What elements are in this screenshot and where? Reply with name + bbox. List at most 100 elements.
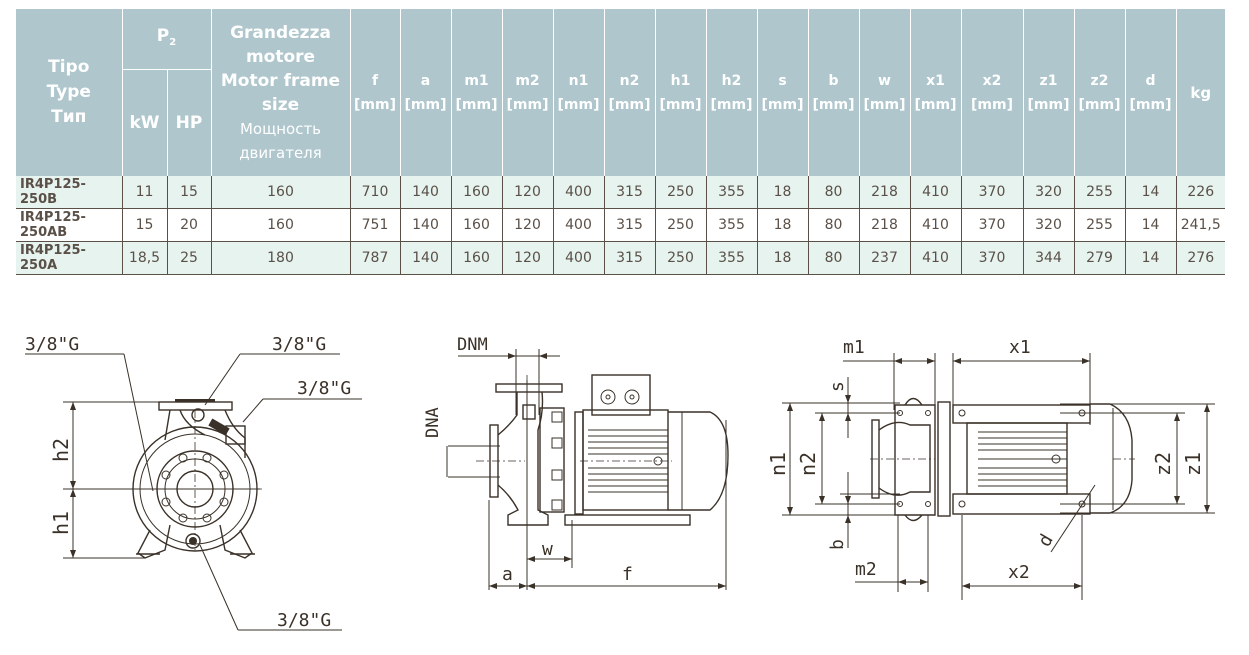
header-dim-unit: [mm] xyxy=(1027,96,1070,113)
cell-dim-h1: 250 xyxy=(654,208,706,242)
header-frame-line: Grandezza xyxy=(230,22,331,43)
top-view-dimensions xyxy=(782,353,1215,600)
header-p2: P2 xyxy=(121,9,212,70)
cell-dim-z2: 255 xyxy=(1073,208,1125,242)
dimension-label-h1: h1 xyxy=(49,511,73,535)
top-view-drawing: m1 x1 s n1 n2 b m2 x2 z2 z1 d xyxy=(770,337,1215,600)
header-dim-name: m1 xyxy=(464,72,489,89)
cell-dim-h2: 355 xyxy=(705,241,757,275)
dimension-label-dna: DNA xyxy=(423,407,443,438)
cell-dim-f: 787 xyxy=(349,241,400,275)
header-dim-name: x1 xyxy=(926,72,945,89)
header-dim-name: x2 xyxy=(982,72,1002,89)
header-dim: h2 [mm] xyxy=(705,9,758,176)
header-dim-unit: [mm] xyxy=(1078,96,1121,113)
cell-dim-f: 751 xyxy=(349,208,400,242)
cell-motor-frame: 160 xyxy=(210,176,350,209)
cell-kg: 226 xyxy=(1175,176,1225,209)
header-dim-unit: [mm] xyxy=(506,96,549,113)
dimension-label-a: a xyxy=(502,564,513,585)
cell-dim-z1: 344 xyxy=(1022,241,1074,275)
cell-dim-n2: 315 xyxy=(603,176,655,209)
header-row-sub: kW HP xyxy=(16,69,1225,176)
cell-dim-a: 140 xyxy=(399,241,451,275)
header-dim-unit: [mm] xyxy=(659,96,702,113)
fitting-label-bottom: 3/8"G xyxy=(277,610,331,631)
header-dim-name: d xyxy=(1145,72,1156,89)
header-dim-name: m2 xyxy=(515,72,540,89)
cell-dim-b: 80 xyxy=(807,176,859,209)
header-p2-label: P xyxy=(156,25,170,46)
header-frame-line: size xyxy=(261,94,300,115)
header-dim: z2[mm] xyxy=(1073,9,1126,176)
dimension-label-m1: m1 xyxy=(843,337,865,358)
cell-hp: 15 xyxy=(166,176,211,209)
header-dim: a[mm] xyxy=(399,9,452,176)
dimension-label-h2: h2 xyxy=(49,438,73,462)
dimension-label-x1: x1 xyxy=(1009,337,1031,358)
cell-dim-s: 18 xyxy=(756,208,808,242)
header-type-it: Tipo xyxy=(48,57,90,77)
cell-hp: 25 xyxy=(166,241,211,275)
cell-dim-s: 18 xyxy=(756,241,808,275)
cell-dim-m1: 160 xyxy=(450,241,502,275)
cell-motor-frame: 160 xyxy=(210,208,350,242)
cell-dim-m2: 120 xyxy=(501,241,553,275)
cell-dim-w: 218 xyxy=(858,208,910,242)
cell-type: IR4P125-250B xyxy=(16,176,122,209)
header-dim-unit: [mm] xyxy=(863,96,906,113)
header-dim-unit: [mm] xyxy=(812,96,855,113)
pump-front-body xyxy=(130,399,262,559)
cell-dim-x1: 410 xyxy=(909,208,961,242)
cell-dim-x1: 410 xyxy=(909,241,961,275)
pump-side-body xyxy=(476,374,729,530)
cell-kg: 276 xyxy=(1175,241,1225,275)
cell-dim-x2: 370 xyxy=(960,176,1023,209)
cell-dim-z2: 279 xyxy=(1073,241,1125,275)
cell-dim-m1: 160 xyxy=(450,176,502,209)
header-dim: m1[mm] xyxy=(450,9,503,176)
cell-dim-w: 218 xyxy=(858,176,910,209)
header-dim-name: b xyxy=(828,72,839,89)
header-dim: x2[mm] xyxy=(960,9,1024,176)
cell-type: IR4P125-250A xyxy=(16,241,122,275)
header-dim-unit: [mm] xyxy=(404,96,447,113)
header-dim: b [mm] xyxy=(807,9,860,176)
cell-dim-z1: 320 xyxy=(1022,208,1074,242)
header-dim-name: n2 xyxy=(619,72,640,89)
header-kg: kg xyxy=(1175,9,1225,176)
header-frame-line: Мощность xyxy=(239,119,322,138)
header-row-top: Tipo Type Тип P2 Grandezza motore Motor … xyxy=(16,9,1225,176)
dimensions-table: Tipo Type Тип P2 Grandezza motore Motor … xyxy=(16,9,1225,275)
cell-dim-s: 18 xyxy=(756,176,808,209)
header-dim-name: h1 xyxy=(670,72,691,89)
dimension-label-b: b xyxy=(827,539,848,550)
dimension-label-n2: n2 xyxy=(796,452,820,476)
cell-dim-a: 140 xyxy=(399,208,451,242)
header-dim-name: h2 xyxy=(721,72,742,89)
header-dim-unit: [mm] xyxy=(710,96,753,113)
cell-dim-n2: 315 xyxy=(603,241,655,275)
cell-kw: 18,5 xyxy=(121,241,167,275)
header-dim: m2 [mm] xyxy=(501,9,554,176)
bolts xyxy=(551,411,563,511)
cell-kw: 15 xyxy=(121,208,167,242)
cell-dim-d: 14 xyxy=(1124,241,1176,275)
side-view-dimensions xyxy=(446,349,727,590)
cell-dim-d: 14 xyxy=(1124,176,1176,209)
header-dim-unit: [mm] xyxy=(608,96,651,113)
cell-dim-h1: 250 xyxy=(654,241,706,275)
cell-dim-w: 237 xyxy=(858,241,910,275)
dimension-label-f: f xyxy=(622,564,633,585)
fitting-label-top-right: 3/8"G xyxy=(272,334,326,355)
header-dim: z1[mm] xyxy=(1022,9,1075,176)
header-dim: w[mm] xyxy=(858,9,911,176)
cell-dim-z1: 320 xyxy=(1022,176,1074,209)
dimension-label-s: s xyxy=(827,381,848,392)
header-frame-line: двигателя xyxy=(239,143,322,162)
cell-kg: 241,5 xyxy=(1175,208,1225,242)
header-dim: d[mm] xyxy=(1124,9,1177,176)
cell-dim-x2: 370 xyxy=(960,208,1023,242)
